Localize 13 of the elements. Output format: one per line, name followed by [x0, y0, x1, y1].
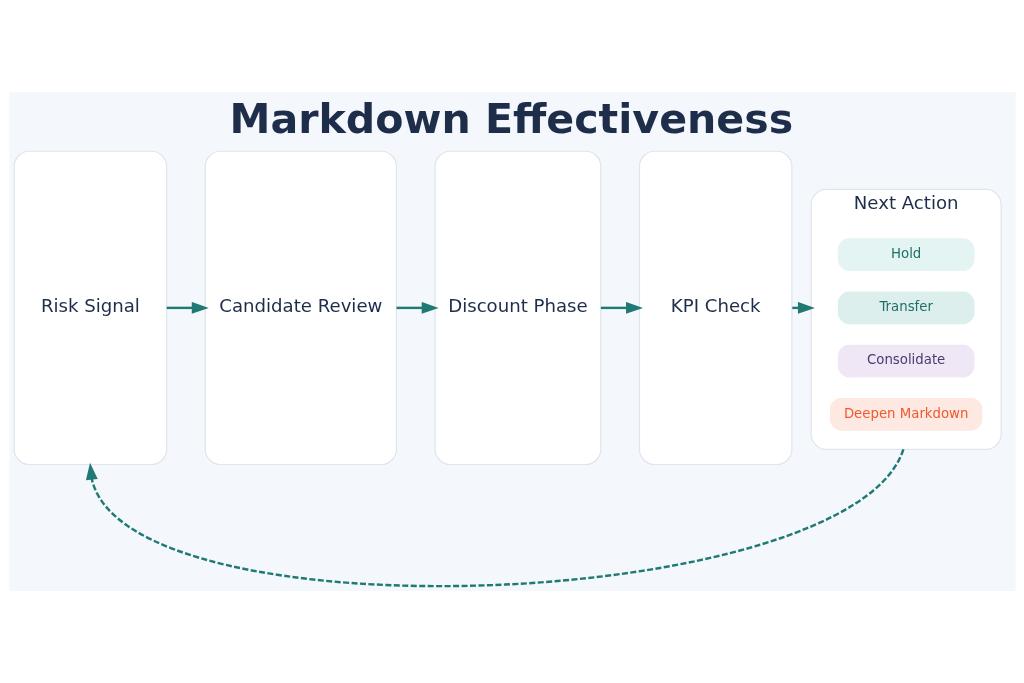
- node-box: Deepen Markdown: [829, 398, 982, 431]
- node-box: Discount Phase: [434, 150, 601, 466]
- node-box: Candidate Review: [204, 150, 397, 466]
- arrow: [166, 301, 209, 314]
- diagram-title: Markdown Effectiveness: [228, 95, 793, 144]
- node-box: Risk Signal: [13, 150, 167, 466]
- node-box: Consolidate: [837, 344, 974, 378]
- node-box: Transfer: [837, 291, 974, 325]
- arrow: [600, 301, 643, 314]
- arrow: [85, 448, 904, 587]
- arrow: [396, 301, 439, 314]
- node-box: KPI Check: [638, 150, 792, 466]
- node-box: Hold: [837, 238, 974, 271]
